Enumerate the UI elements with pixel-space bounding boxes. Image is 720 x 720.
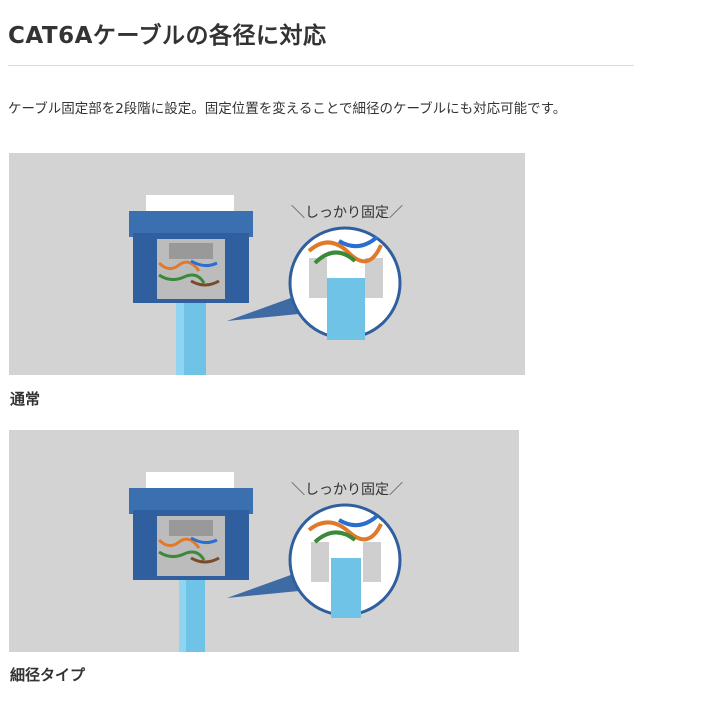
figure-normal: ＼しっかり固定／ xyxy=(9,153,525,375)
callout-text: ＼しっかり固定／ xyxy=(291,205,403,221)
jack-illustration-normal: ＼しっかり固定／ xyxy=(129,195,403,375)
page-title: CAT6Aケーブルの各径に対応 xyxy=(8,23,327,49)
jack-body xyxy=(129,211,253,237)
figure-slim: ＼しっかり固定／ xyxy=(9,430,519,652)
callout-text: ＼しっかり固定／ xyxy=(291,482,403,498)
jack-body xyxy=(129,488,253,514)
jack-illustration-slim: ＼しっかり固定／ xyxy=(129,472,403,652)
title-divider xyxy=(8,65,634,66)
jack-cover xyxy=(146,195,234,213)
caption-normal: 通常 xyxy=(10,390,41,408)
description-text: ケーブル固定部を2段階に設定。固定位置を変えることで細径のケーブルにも対応可能で… xyxy=(8,101,567,117)
jack-cover xyxy=(146,472,234,490)
caption-slim: 細径タイプ xyxy=(10,666,86,684)
